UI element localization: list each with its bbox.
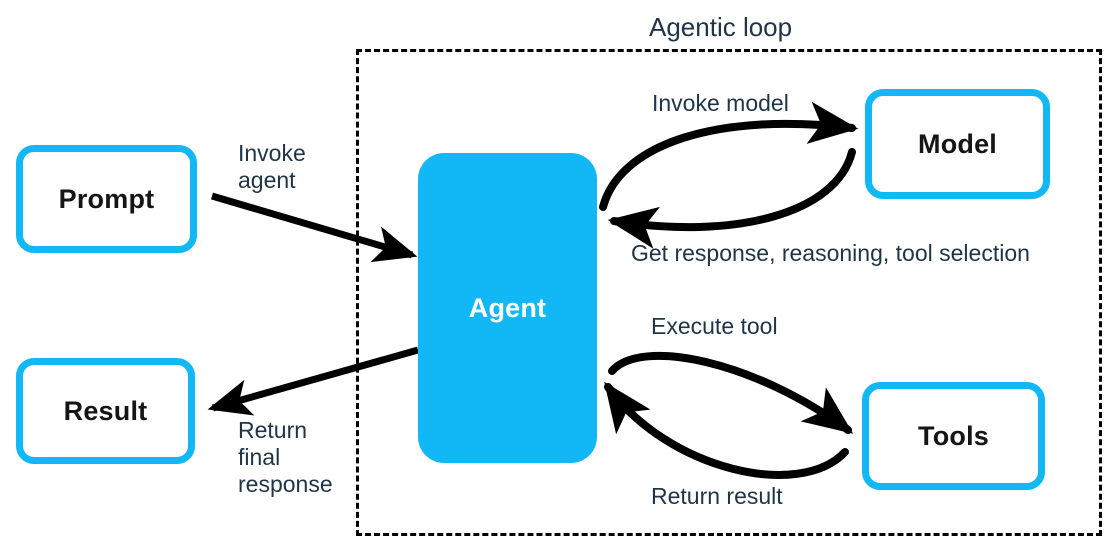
agentic-loop-title: Agentic loop [649, 12, 793, 42]
arrow-model-to-agent [607, 148, 856, 249]
edge-label-execute-tool: Execute tool [651, 313, 778, 339]
node-model[interactable]: Model [865, 89, 1050, 199]
arrow-agent-to-tools [608, 351, 854, 434]
edge-label-invoke-model: Invoke model [652, 90, 789, 116]
edge-label-invoke-agent: Invoke agent [238, 140, 306, 194]
node-tools-label: Tools [918, 420, 989, 451]
arrow-tools-to-agent [604, 381, 849, 479]
node-result-label: Result [63, 395, 148, 426]
edge-label-return-final-response: Return final response [238, 417, 333, 498]
node-model-label: Model [918, 128, 997, 159]
node-agent[interactable]: Agent [418, 153, 597, 463]
node-prompt[interactable]: Prompt [16, 145, 197, 253]
arrow-prompt-to-agent [211, 192, 418, 263]
node-agent-label: Agent [468, 292, 547, 323]
node-tools[interactable]: Tools [862, 382, 1045, 490]
node-prompt-label: Prompt [58, 183, 155, 214]
edge-label-return-result: Return result [651, 483, 783, 509]
edge-label-get-response: Get response, reasoning, tool selection [631, 240, 1030, 266]
agentic-loop-boundary [356, 49, 1102, 536]
node-result[interactable]: Result [16, 358, 195, 464]
arrow-agent-to-result [207, 346, 419, 416]
arrow-agent-to-model [599, 101, 859, 211]
